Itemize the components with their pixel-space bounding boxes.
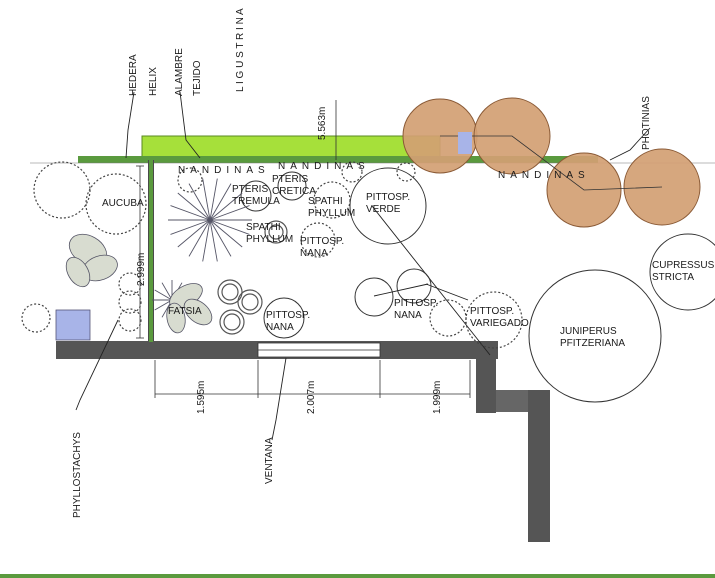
- pittosp-nana-circle-c: [396, 268, 432, 304]
- photinia-link: [440, 135, 663, 191]
- label-hedera: HEDERA: [128, 54, 139, 96]
- water-feature: [458, 132, 472, 154]
- bottom-green-band: [0, 574, 715, 578]
- label-nandinas-right: NANDINAS: [498, 170, 590, 181]
- pittosp-nana-circle: [263, 297, 305, 339]
- label-dim-1999: 1.999m: [432, 380, 443, 414]
- label-tejido: TEJIDO: [192, 60, 203, 96]
- palm-frond: [209, 219, 243, 248]
- label-helix: HELIX: [148, 67, 159, 96]
- label-pteris-cretica: PTERIS CRETICA: [272, 174, 316, 197]
- palm-frond: [209, 219, 232, 257]
- palm-frond: [154, 289, 173, 301]
- ring-shrubs: [217, 220, 288, 335]
- green-post: [149, 160, 153, 342]
- pittosp-verde-circle: [349, 167, 427, 245]
- palm-frond: [209, 178, 218, 221]
- palm-frond: [202, 178, 211, 221]
- label-phyllostachys: PHYLLOSTACHYS: [72, 432, 83, 518]
- palm-frond: [177, 219, 211, 248]
- label-pittosp-nana-2: PITTOSP. NANA: [266, 310, 311, 333]
- shrubs-group: [240, 167, 715, 403]
- label-dim-2999: 2.999m: [136, 252, 147, 286]
- palm-frond: [209, 219, 218, 262]
- label-ligustrina: L I G U S T R I N A: [235, 8, 246, 92]
- palm-frond: [170, 219, 211, 235]
- palm-frond: [209, 192, 243, 221]
- water-feature-small: [55, 309, 91, 341]
- palm-frond: [188, 183, 211, 221]
- palm-frond: [188, 219, 211, 257]
- label-ventana: VENTANA: [264, 437, 275, 485]
- label-spathiphyllum-top: SPATHI PHYLLUM: [308, 196, 356, 219]
- label-spathiphyllum-left: SPATHI PHYLLUM: [246, 222, 294, 245]
- pittosp-nana-circle-b: [354, 277, 394, 317]
- palm-frond: [170, 205, 211, 221]
- palm-frond: [209, 205, 250, 221]
- label-alambre: ALAMBRE: [174, 48, 185, 96]
- label-pteris-tremula: PTERIS TREMULA: [232, 184, 280, 207]
- label-nandinas-left: NANDINAS: [178, 165, 270, 176]
- label-photinias: PHOTINIAS: [641, 96, 652, 150]
- label-pittosp-nana-3: PITTOSP. NANA: [394, 298, 439, 321]
- leaders-group: [75, 91, 651, 441]
- palm-frond: [209, 183, 232, 221]
- label-dim-1595: 1.595m: [196, 380, 207, 414]
- textured-shrubs: [21, 161, 523, 349]
- palm-frond: [202, 219, 211, 262]
- right-wall-a: [476, 341, 496, 413]
- top-green-strip: [78, 156, 598, 163]
- label-aucuba: AUCUBA: [102, 198, 144, 209]
- palm-frond: [209, 219, 250, 235]
- pteris-circle: [240, 180, 272, 212]
- pteris-circle-b: [277, 171, 307, 201]
- right-wall-c: [528, 390, 550, 542]
- juniperus-circle: [528, 269, 662, 403]
- palm-frond: [161, 282, 173, 301]
- label-dim-2007: 2.007m: [306, 380, 317, 414]
- cupressus-circle: [649, 233, 715, 311]
- palm-frond: [177, 192, 211, 221]
- label-pittosp-verde: PITTOSP. VERDE: [366, 192, 411, 215]
- label-juniperus: JUNIPERUS PFITZERIANA: [560, 326, 626, 349]
- label-nandinas-mid: NANDINAS: [278, 161, 370, 172]
- label-dim-5563: 5.563m: [317, 106, 328, 140]
- dimensions-group: [136, 100, 471, 398]
- label-pittosp-nana-1: PITTOSP. NANA: [300, 236, 345, 259]
- label-cupressus: CUPRESSUS STRICTA: [652, 260, 715, 283]
- leafy-shrubs: [65, 233, 213, 334]
- palm-frond: [154, 299, 173, 311]
- label-pittosp-variegado: PITTOSP. VARIEGADO: [470, 306, 529, 329]
- label-fatsia: FATSIA: [168, 306, 202, 317]
